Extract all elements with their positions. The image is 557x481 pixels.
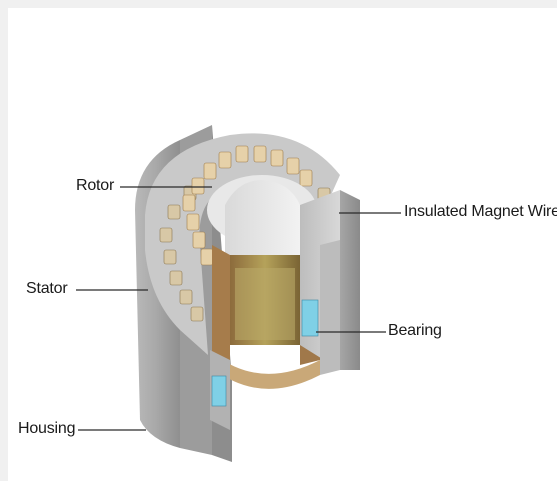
stator-label: Stator [26, 280, 68, 298]
housing-label: Housing [18, 420, 75, 438]
bearing-label: Bearing [388, 322, 442, 340]
rotor-label: Rotor [76, 177, 114, 195]
insulated-magnet-wire-label: Insulated Magnet Wire [404, 203, 557, 221]
